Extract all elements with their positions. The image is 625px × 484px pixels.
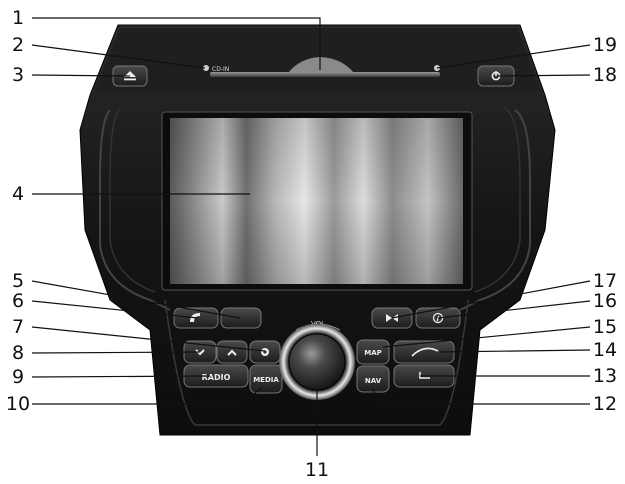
callout-15: 15 — [593, 316, 617, 338]
callout-10: 10 — [6, 393, 30, 415]
volume-knob[interactable] — [288, 333, 346, 391]
media-label: MEDIA — [253, 376, 279, 384]
bezel-trim-inner — [109, 107, 521, 293]
destination-icon — [411, 347, 439, 357]
callout-7: 7 — [12, 316, 24, 338]
screen-shading — [170, 118, 463, 284]
chevron-up-icon — [227, 349, 237, 356]
night-mode-button[interactable] — [220, 307, 262, 329]
cd-slot-flap — [288, 57, 354, 73]
callout-18: 18 — [593, 64, 617, 86]
callout-19: 19 — [593, 34, 617, 56]
map-button[interactable] — [356, 339, 390, 365]
callout-11: 11 — [305, 459, 329, 481]
callout-8: 8 — [12, 342, 24, 364]
nav-label: NAV — [365, 377, 382, 385]
callout-9: 9 — [12, 366, 24, 388]
callout-12: 12 — [593, 393, 617, 415]
callout-16: 16 — [593, 290, 617, 312]
nav-button[interactable] — [356, 365, 390, 393]
callout-5: 5 — [12, 270, 24, 292]
gear-icon — [261, 348, 269, 356]
callout-1: 1 — [12, 7, 24, 29]
callout-3: 3 — [12, 64, 24, 86]
callout-6: 6 — [12, 290, 24, 312]
cd-in-indicator — [203, 65, 209, 71]
callout-2: 2 — [12, 34, 24, 56]
bezel-trim — [99, 109, 531, 311]
radio-label: RADIO — [202, 373, 231, 382]
callout-13: 13 — [593, 365, 617, 387]
leader-lines — [31, 17, 591, 456]
chevron-down-icon — [195, 349, 205, 356]
map-label: MAP — [364, 349, 382, 357]
callout-14: 14 — [593, 339, 617, 361]
callout-4: 4 — [12, 183, 24, 205]
route-icon — [419, 372, 430, 379]
vol-label: VOL — [311, 320, 325, 328]
media-button[interactable] — [249, 364, 283, 394]
callout-17: 17 — [593, 270, 617, 292]
cd-in-label: CD-IN — [212, 66, 229, 73]
cd-slot[interactable] — [210, 72, 440, 77]
